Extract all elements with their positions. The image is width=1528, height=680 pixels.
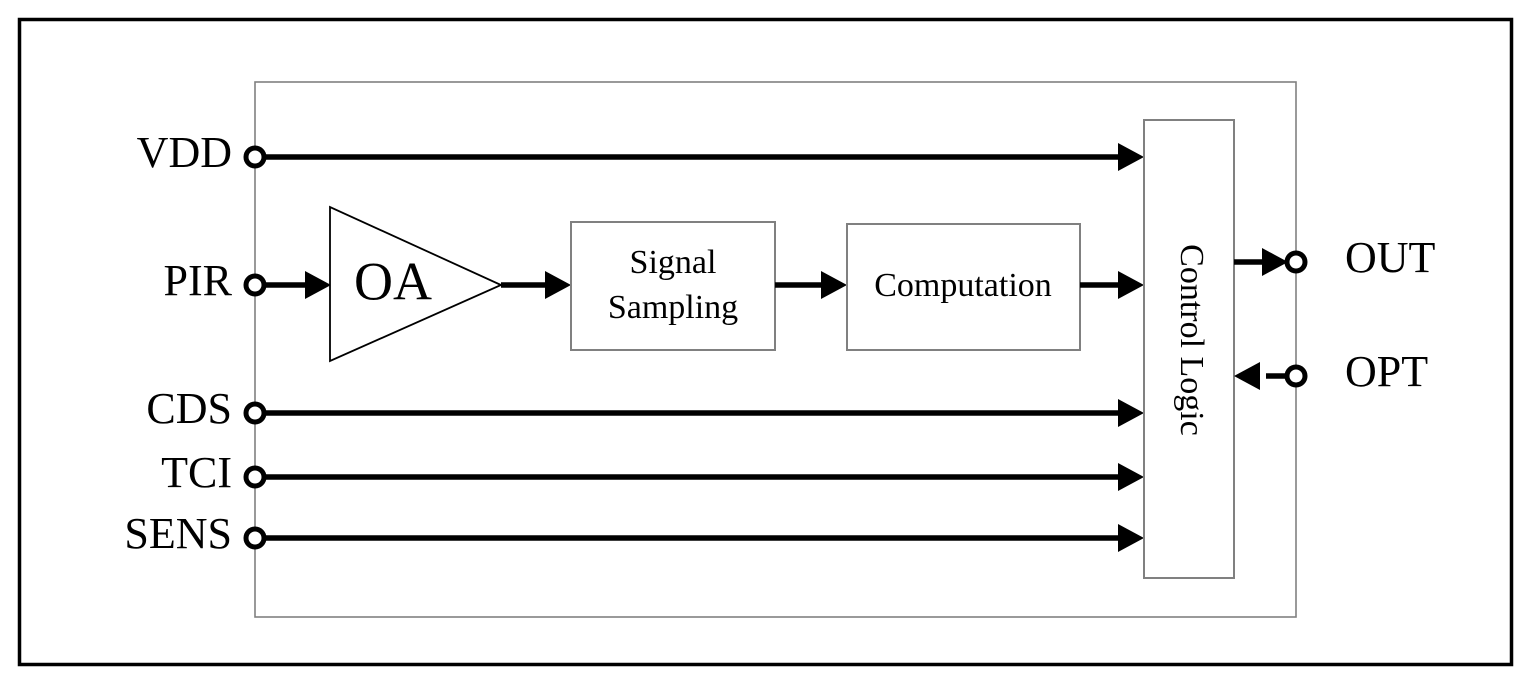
pin-label-pir: PIR [164,256,233,305]
arrow-head-sampling-in [545,271,571,299]
pin-label-sens: SENS [124,509,232,558]
arrow-head-opt [1234,362,1260,390]
pin-label-cds: CDS [146,384,232,433]
pin-label-tci: TCI [161,448,232,497]
computation-block[interactable] [846,223,1081,351]
arrow-head-out [1262,248,1288,276]
pin-label-out: OUT [1345,233,1436,282]
pin-circle-opt[interactable] [1284,364,1308,388]
arrow-head-control-in-main [1118,271,1144,299]
signal-sampling-block[interactable] [570,221,776,351]
outer-frame [17,17,1514,667]
arrow-head-pir [305,271,331,299]
pin-label-vdd: VDD [137,128,232,177]
arrow-head-tci [1118,463,1144,491]
pin-circle-tci[interactable] [243,465,267,489]
control-logic-block[interactable] [1143,119,1235,579]
arrow-head-computation-in [821,271,847,299]
pin-circle-out[interactable] [1284,250,1308,274]
signal-sampling-label-line1: Signal [630,244,717,281]
pin-circle-vdd[interactable] [243,145,267,169]
arrow-head-sens [1118,524,1144,552]
pin-circle-pir[interactable] [243,273,267,297]
arrow-head-vdd [1118,143,1144,171]
control-logic-label: Control Logic [1173,244,1210,436]
pin-label-opt: OPT [1345,347,1428,396]
arrow-head-cds [1118,399,1144,427]
pin-circle-cds[interactable] [243,401,267,425]
computation-label: Computation [874,267,1052,304]
signal-sampling-label-line2: Sampling [608,289,738,326]
chip-boundary [254,81,1297,618]
amplifier-block[interactable] [329,205,504,363]
amplifier-label: OA [354,251,432,311]
pin-circle-sens[interactable] [243,526,267,550]
